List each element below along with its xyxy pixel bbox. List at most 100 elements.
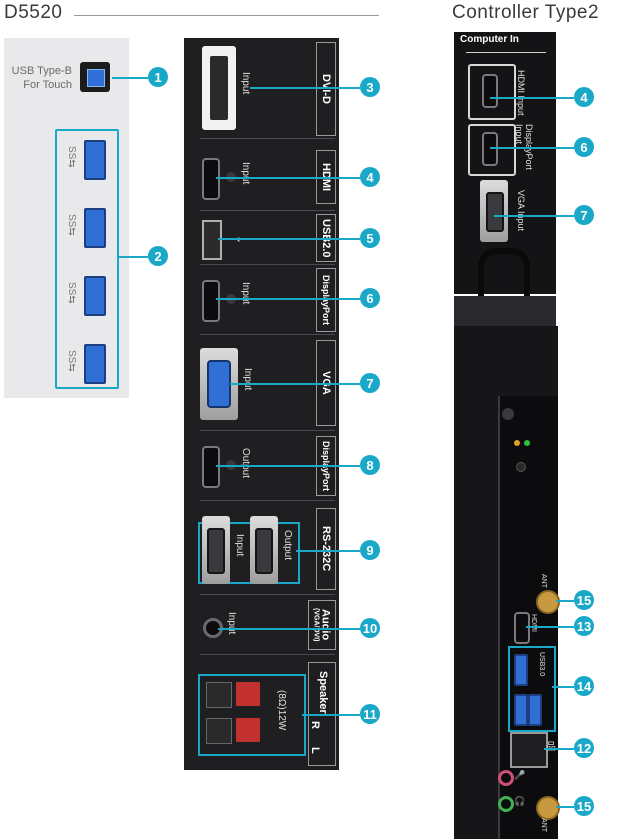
callout-6b: 6	[574, 137, 594, 157]
row-divider	[200, 594, 335, 595]
callout-8: 8	[360, 455, 380, 475]
computer-in-label: Computer In	[460, 34, 519, 45]
callout-5: 5	[360, 228, 380, 248]
leader-7	[230, 383, 360, 385]
callout-6: 6	[360, 288, 380, 308]
controller-displayport-port	[482, 132, 498, 166]
callout-15: 15	[574, 590, 594, 610]
ant-label-top: ANT	[540, 574, 547, 588]
controller-vga-connector	[480, 180, 508, 242]
controller-bracket	[454, 296, 556, 326]
row-divider	[200, 210, 335, 211]
dvi-input-text: Input	[240, 72, 251, 95]
screw-icon	[502, 408, 514, 420]
speaker-terminal-l-neg	[206, 718, 232, 744]
vga-input-text: VGA Input	[516, 190, 526, 232]
label-speaker: Speaker	[317, 670, 329, 714]
label-rs232c: RS-232C	[316, 508, 336, 590]
antenna-connector-bottom	[536, 796, 560, 820]
hdmi-input-text: Input	[240, 162, 251, 185]
displayport-out-port	[202, 446, 220, 488]
controller-hdmi-out-port	[514, 612, 530, 644]
leader-4b	[490, 97, 574, 99]
rs232c-input-connector	[202, 516, 230, 584]
rs232c-output-connector	[250, 516, 278, 584]
touch-label-line1: USB Type-B	[11, 65, 72, 77]
usb2-port	[202, 220, 222, 260]
rs232c-highlight-box	[198, 522, 300, 584]
controller-hdmi-port	[482, 74, 498, 108]
audio-input-text: Input	[226, 612, 237, 635]
leader-5	[218, 238, 360, 240]
hdmi-input-frame	[468, 64, 516, 120]
leader-3	[250, 87, 360, 89]
touch-usb-panel	[4, 38, 129, 398]
led-icon	[524, 440, 530, 446]
speaker-spec-text: (8Ω)12W	[276, 690, 287, 731]
usb3-port	[84, 208, 106, 248]
headphone-jack	[498, 796, 514, 812]
callout-10: 10	[360, 618, 380, 638]
touch-label-line2: For Touch	[23, 79, 72, 91]
hdmi-label: HDMI	[530, 614, 537, 632]
usb-ss-icon: SS⇆	[66, 146, 77, 168]
callout-15b: 15	[574, 796, 594, 816]
leader-15	[556, 600, 574, 602]
callout-11: 11	[360, 704, 380, 724]
antenna-connector-top	[536, 590, 560, 614]
usb-ss-icon: SS⇆	[66, 282, 77, 304]
network-icon: 品	[546, 738, 556, 753]
computer-in-rule	[466, 52, 546, 53]
row-divider	[200, 654, 335, 655]
speaker-terminal-r-neg	[206, 682, 232, 708]
leader-13	[526, 626, 574, 628]
displayport-in-port	[202, 280, 220, 322]
rs232c-output-text: Output	[282, 530, 293, 561]
callout-4b: 4	[574, 87, 594, 107]
power-button[interactable]	[516, 462, 526, 472]
callout-13: 13	[574, 616, 594, 636]
label-audio: Audio (VGA/DVI)	[308, 600, 336, 650]
vga-input-text: Input	[242, 368, 253, 391]
usb3-port	[84, 344, 106, 384]
leader-14	[552, 686, 574, 688]
leader-10	[218, 628, 360, 630]
leader-15b	[556, 806, 574, 808]
label-audio-main: Audio	[319, 609, 332, 641]
row-divider	[200, 500, 335, 501]
controller-vga-port	[486, 192, 504, 232]
leader-12	[544, 748, 574, 750]
dvi-pins	[210, 56, 228, 120]
rs232c-input-text: Input	[234, 534, 245, 557]
displayport-input-frame	[468, 124, 516, 176]
usb-type-b-port	[80, 62, 110, 92]
dp-output-text: Output	[240, 448, 251, 479]
leader-6	[216, 298, 360, 300]
usb3-highlight-box	[55, 129, 119, 389]
label-audio-sub: (VGA/DVI)	[312, 608, 320, 642]
label-speaker-r: R	[309, 721, 321, 729]
usb-ss-icon: SS⇆	[66, 350, 77, 372]
dp-input-text: Input	[240, 282, 251, 305]
label-displayport-in: DisplayPort	[316, 268, 336, 332]
callout-1: 1	[148, 67, 168, 87]
led-icon	[514, 440, 520, 446]
usb30-label: USB3.0	[538, 652, 545, 677]
mic-jack	[498, 770, 514, 786]
displayport-input-text: DisplayPort Input	[514, 124, 534, 170]
leader-2	[117, 256, 148, 258]
hdmi-input-text: HDMI Input	[516, 70, 526, 116]
usb-ss-icon: SS⇆	[66, 214, 77, 236]
leader-4	[216, 177, 360, 179]
leader-1	[112, 77, 148, 79]
cable-icon	[478, 248, 530, 334]
dvi-connector	[202, 46, 236, 130]
label-dvi: DVI-D	[316, 42, 336, 136]
callout-7b: 7	[574, 205, 594, 225]
row-divider	[200, 264, 335, 265]
speaker-terminal-r-pos	[236, 682, 260, 706]
usb3-port	[84, 276, 106, 316]
leader-9	[296, 550, 360, 552]
callout-3: 3	[360, 77, 380, 97]
mic-icon: 🎤	[514, 770, 526, 780]
